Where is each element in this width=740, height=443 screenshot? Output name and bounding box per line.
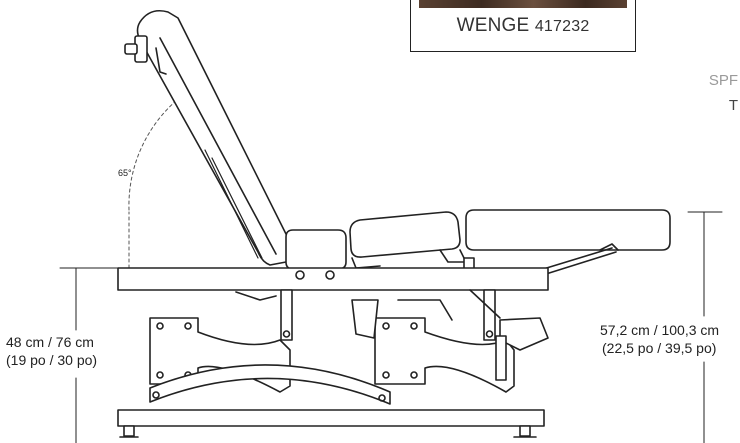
cropped-text-line2: T — [728, 97, 738, 114]
wood-swatch-image — [419, 0, 627, 8]
left-dimension-imperial: (19 po / 30 po) — [6, 352, 98, 368]
support-posts — [280, 289, 496, 341]
lift-mechanism — [149, 289, 549, 405]
angle-indicator — [128, 94, 189, 269]
right-dimension-line — [687, 211, 723, 443]
right-dimension-imperial: (22,5 po / 39,5 po) — [602, 340, 717, 356]
angle-label: 65° — [118, 168, 132, 178]
seat-pads — [285, 209, 671, 275]
left-dimension-line — [59, 267, 129, 443]
backrest — [124, 9, 294, 266]
left-dimension-label: 48 cm / 76 cm (19 po / 30 po) — [6, 333, 97, 369]
finish-code: 417232 — [534, 18, 590, 35]
base-frame — [117, 409, 545, 438]
left-dimension-metric: 48 cm / 76 cm — [6, 334, 94, 350]
cropped-text-line1: SPF — [708, 72, 738, 89]
right-dimension-metric: 57,2 cm / 100,3 cm — [600, 322, 720, 338]
finish-swatch-card: WENGE 417232 — [410, 0, 636, 52]
table-frame — [117, 267, 549, 291]
finish-label: WENGE 417232 — [411, 15, 635, 37]
finish-name: WENGE — [456, 15, 530, 36]
right-dimension-label: 57,2 cm / 100,3 cm (22,5 po / 39,5 po) — [600, 321, 719, 357]
